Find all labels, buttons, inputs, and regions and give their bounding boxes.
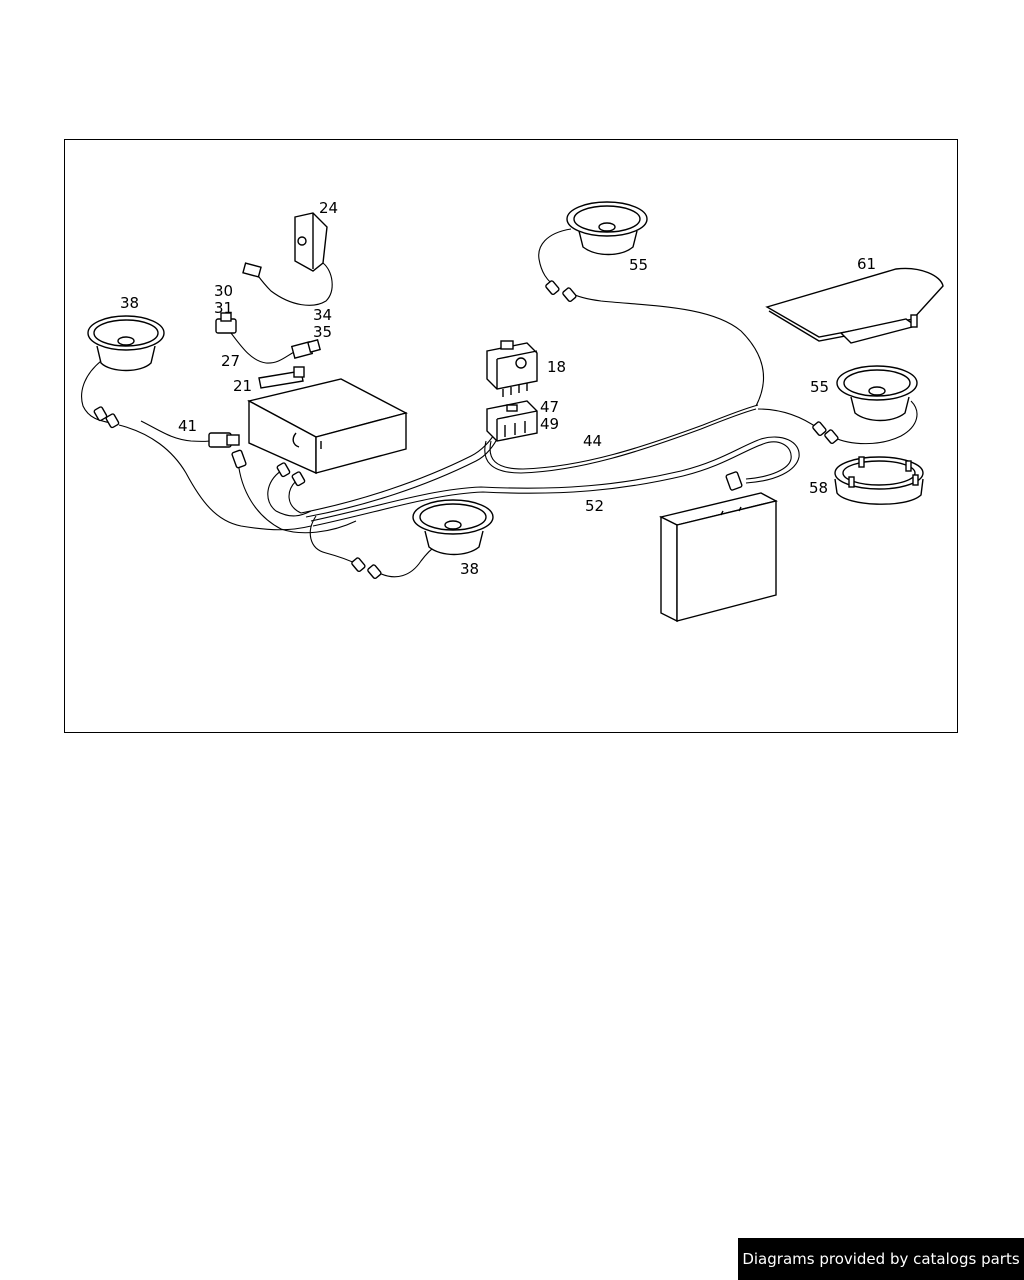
callout-41: 41 [178, 417, 197, 435]
speaker-ring-58 [834, 456, 924, 505]
callout-47: 47 [540, 398, 559, 416]
callout-35: 35 [313, 323, 332, 341]
connector-27 [215, 312, 237, 334]
switch-module-18 [486, 340, 538, 397]
wire-connectors [93, 280, 839, 580]
callout-30: 30 [214, 282, 233, 300]
callout-labels: 24 30 31 34 35 27 21 38 41 18 47 49 44 5… [120, 199, 876, 578]
wiring-harness [81, 228, 918, 578]
callout-38-bottom: 38 [460, 560, 479, 578]
plug-34-35 [290, 339, 321, 359]
speaker-38-bottom [412, 499, 494, 556]
bar-21 [258, 366, 305, 389]
parts-diagram: 24 30 31 34 35 27 21 38 41 18 47 49 44 5… [81, 199, 944, 623]
callout-61: 61 [857, 255, 876, 273]
rear-shelf-panel-61 [765, 267, 944, 344]
parts-diagram-frame: 24 30 31 34 35 27 21 38 41 18 47 49 44 5… [64, 139, 958, 733]
plug-24-wire [242, 262, 262, 278]
callout-24: 24 [319, 199, 338, 217]
callout-49: 49 [540, 415, 559, 433]
callout-52: 52 [585, 497, 604, 515]
callout-34: 34 [313, 306, 332, 324]
callout-55-right: 55 [810, 378, 829, 396]
callout-31: 31 [214, 299, 233, 317]
callout-38-left: 38 [120, 294, 139, 312]
amplifier-box [658, 492, 778, 623]
callout-58: 58 [809, 479, 828, 497]
connector-block-47-49 [486, 400, 538, 442]
module-24 [294, 212, 328, 272]
radio-unit [247, 378, 408, 475]
callout-27: 27 [221, 352, 240, 370]
plug-41 [208, 432, 240, 448]
speaker-55-right [836, 365, 918, 422]
callout-55-top: 55 [629, 256, 648, 274]
speaker-55-top [566, 201, 648, 256]
callout-21: 21 [233, 377, 252, 395]
credit-text: Diagrams provided by catalogs parts [742, 1250, 1020, 1268]
callout-44: 44 [583, 432, 602, 450]
speaker-38-left [87, 315, 165, 372]
callout-18: 18 [547, 358, 566, 376]
credit-badge: Diagrams provided by catalogs parts [738, 1238, 1024, 1280]
